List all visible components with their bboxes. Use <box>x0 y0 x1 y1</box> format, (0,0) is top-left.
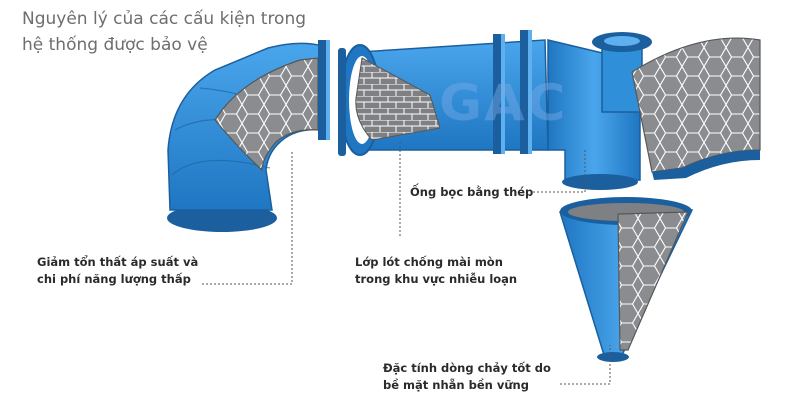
label-steel-casing: Ống bọc bằng thép <box>410 184 533 201</box>
label-pressure-line-2: chi phí năng lượng thấp <box>37 272 191 286</box>
tee-pipe <box>547 32 761 190</box>
title-line-2: hệ thống được bảo vệ <box>22 35 208 55</box>
straight-pipe-flange-2 <box>520 30 528 154</box>
elbow-top-flange <box>318 40 328 140</box>
elbow-lining <box>214 57 319 172</box>
elbow-bottom-flange <box>167 204 277 232</box>
label-flow-line-1: Đặc tính dòng chảy tốt do <box>383 361 551 375</box>
label-lining-line-1: Lớp lót chống mài mòn <box>355 255 503 269</box>
leader-pressure <box>202 150 293 285</box>
label-wear-lining: Lớp lót chống mài mòn trong khu vực nhiễ… <box>355 254 517 288</box>
straight-pipe-flange-1 <box>493 34 501 154</box>
label-pressure-loss: Giảm tổn thất áp suất và chi phí năng lư… <box>37 254 198 288</box>
reducer-cone-lining <box>617 211 689 351</box>
leader-flow <box>560 345 611 385</box>
title-line-1: Nguyên lý của các cấu kiện trong <box>22 9 307 29</box>
label-pressure-line-1: Giảm tổn thất áp suất và <box>37 255 199 269</box>
watermark-logo: GAC <box>438 74 568 132</box>
tee-bottom-flange <box>562 174 638 190</box>
leader-steel <box>533 150 586 193</box>
label-steel-line-1: Ống bọc bằng thép <box>410 185 534 199</box>
leader-lines <box>202 140 611 385</box>
reducer-cone-bottom <box>597 352 629 362</box>
elbow-pipe <box>167 40 330 232</box>
label-flow-line-2: bề mặt nhẵn bền vững <box>383 378 529 392</box>
page-title: Nguyên lý của các cấu kiện trong hệ thốn… <box>22 6 306 58</box>
straight-pipe <box>338 30 549 156</box>
straight-pipe-lining <box>355 57 441 141</box>
label-flow-characteristics: Đặc tính dòng chảy tốt do bề mặt nhẵn bề… <box>383 360 551 394</box>
label-lining-line-2: trong khu vực nhiễu loạn <box>355 272 518 286</box>
reducer-cone <box>558 197 694 362</box>
